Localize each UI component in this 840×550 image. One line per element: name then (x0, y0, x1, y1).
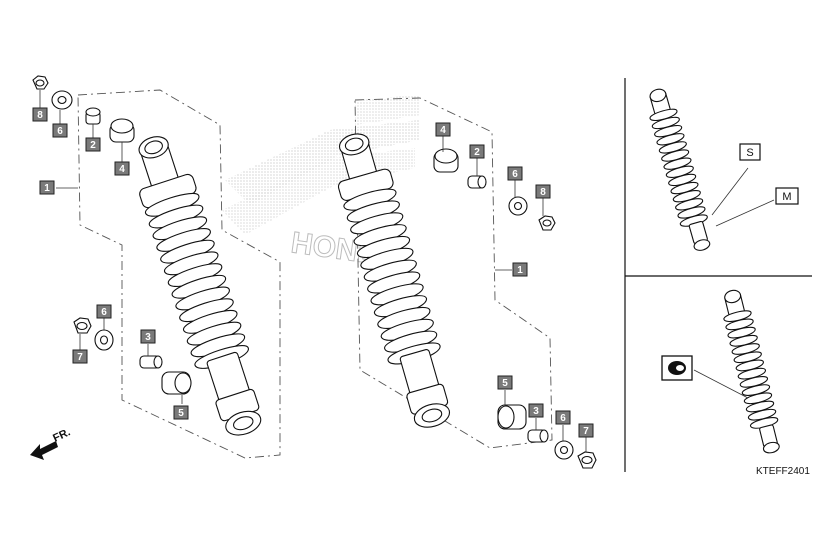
collar-2-top-middle (467, 175, 487, 189)
callout-1-middle: 1 (512, 262, 528, 277)
washer-6-bottom-left (94, 329, 114, 351)
spring-coil (729, 334, 758, 347)
callout-2-left: 2 (85, 137, 101, 152)
spring-coil (656, 133, 685, 146)
spring-coil (670, 181, 699, 195)
spring-coil (737, 367, 766, 380)
spring-coil (665, 165, 694, 178)
callout-7-middle: 7 (578, 423, 594, 438)
callout-number: 6 (512, 169, 518, 180)
callout-3-left: 3 (140, 329, 156, 344)
callout-8-left: 8 (32, 107, 48, 122)
middle-shock-group: 4 2 6 8 1 5 3 6 7 (337, 97, 597, 469)
callout-number: 1 (517, 265, 523, 276)
callout-6-middle-top: 6 (507, 166, 523, 181)
collar-3-bottom-left (139, 355, 163, 369)
label-s: S (746, 147, 753, 159)
callout-number: 6 (101, 307, 107, 318)
callout-number: 7 (583, 426, 589, 437)
callout-number: 2 (474, 147, 480, 158)
callout-number: 7 (77, 352, 83, 363)
spring-coil (668, 173, 697, 187)
callout-number: 1 (44, 183, 50, 194)
spring-coil (677, 206, 706, 219)
callout-number: 6 (560, 413, 566, 424)
callout-8-middle: 8 (535, 184, 551, 199)
bushing-4-top-left (109, 118, 135, 143)
grease-symbol-icon (661, 355, 693, 381)
callout-6-left-bottom: 6 (96, 304, 112, 319)
spring-coil (747, 408, 777, 421)
spring-coil (745, 400, 775, 413)
spring-coil (658, 141, 687, 154)
callout-3-middle: 3 (528, 403, 544, 418)
front-direction-arrow-icon: FR. (30, 426, 72, 460)
collar-3-bottom-middle (527, 429, 549, 443)
callout-1-left: 1 (39, 180, 55, 195)
left-shock-group: 8 6 2 4 1 6 7 3 5 (32, 75, 281, 459)
bushing-5-bottom-left (161, 371, 192, 395)
right-bottom-shock-detail (723, 289, 780, 454)
spring-coil (723, 310, 752, 323)
right-top-shock-detail (649, 88, 711, 251)
callout-7-left: 7 (72, 349, 88, 364)
callout-2-middle: 2 (469, 144, 485, 159)
callout-number: 8 (37, 110, 43, 121)
washer-6-top-middle (508, 196, 528, 216)
spring-coil (733, 351, 762, 364)
spring-coil (649, 108, 678, 122)
spring-coil (749, 417, 779, 429)
callout-4-middle: 4 (435, 122, 451, 137)
nut-8-top-left (32, 75, 49, 90)
spring-coil (739, 375, 768, 388)
middle-shock-absorber (337, 133, 451, 428)
callout-number: 8 (540, 187, 546, 198)
bushing-4-top-middle (433, 148, 459, 173)
callout-number: 3 (145, 332, 151, 343)
bushing-5-bottom-middle (497, 404, 527, 430)
washer-6-top-left (51, 90, 73, 110)
callout-5-left: 5 (173, 405, 189, 420)
nut-7-bottom-middle (577, 451, 597, 469)
spring-coil (654, 124, 683, 138)
callout-number: 5 (502, 378, 508, 389)
left-shock-absorber (138, 136, 262, 436)
callout-5-middle: 5 (497, 375, 513, 390)
nut-8-top-middle (538, 215, 556, 231)
spring-coil (661, 149, 690, 162)
callout-number: 4 (119, 164, 125, 175)
callout-6-middle-bottom: 6 (555, 410, 571, 425)
collar-2-top-left (85, 107, 101, 125)
label-s-box: S (739, 143, 761, 161)
callout-number: 5 (178, 408, 184, 419)
callout-number: 3 (533, 406, 539, 417)
spring-coil (651, 116, 680, 130)
spring-coil (731, 343, 760, 355)
callout-number: 4 (440, 125, 446, 136)
spring-coil (725, 318, 754, 331)
spring-coil (735, 359, 764, 372)
callout-4-left: 4 (114, 161, 130, 176)
spring-coil (743, 392, 773, 405)
spring-coil (675, 198, 704, 211)
diagram-code: KTEFF2401 (756, 466, 810, 477)
spring-coil (727, 326, 756, 339)
front-direction-label: FR. (51, 426, 72, 444)
callout-number: 2 (90, 140, 96, 151)
callout-6-left-top: 6 (52, 123, 68, 138)
nut-7-bottom-left (73, 317, 92, 334)
spring-coil (679, 214, 708, 227)
callout-number: 6 (57, 126, 63, 137)
spring-coil (741, 384, 771, 396)
label-m: M (782, 191, 791, 203)
label-m-box: M (775, 187, 799, 205)
spring-coil (663, 157, 692, 170)
spring-coil (672, 190, 701, 203)
washer-6-bottom-middle (554, 440, 574, 460)
